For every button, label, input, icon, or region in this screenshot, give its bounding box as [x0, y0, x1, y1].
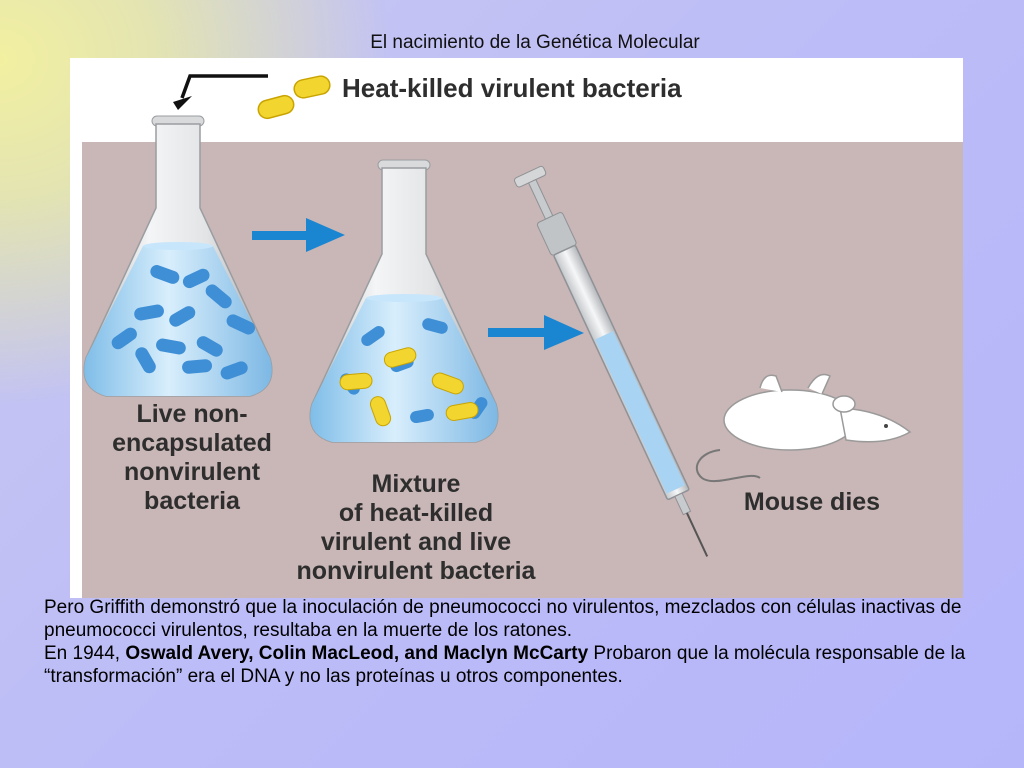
- caption-p2-suffix: Probaron que la molécula responsable de …: [44, 643, 966, 687]
- caption-paragraph-1: Pero Griffith demonstró que la inoculaci…: [44, 597, 962, 641]
- pointer-arrow: [180, 74, 268, 99]
- label-live-line-3: nonvirulent: [123, 458, 261, 486]
- label-live-line-1: Live non-: [136, 400, 248, 428]
- caption-paragraph-2: En 1944, Oswald Avery, Colin MacLeod, an…: [44, 642, 994, 688]
- label-mixture-line-1: Mixture: [371, 470, 461, 498]
- slide-caption: Pero Griffith demonstró que la inoculaci…: [44, 596, 994, 688]
- label-mouse-dies: Mouse dies: [743, 488, 881, 516]
- caption-p2-prefix: En 1944,: [44, 643, 126, 664]
- arrow-right-1: [252, 218, 345, 252]
- label-mixture-line-4: nonvirulent bacteria: [296, 557, 536, 585]
- flask1-blue-bacteria: [111, 265, 255, 380]
- syringe-icon: [513, 165, 709, 557]
- slide-title: El nacimiento de la Genética Molecular: [370, 32, 700, 53]
- flask2-yellow-bacteria: [339, 347, 479, 427]
- heat-killed-bacteria-icon: [257, 75, 331, 120]
- figure-graphics: [82, 74, 963, 598]
- label-live-line-4: bacteria: [144, 487, 240, 515]
- mouse-icon: [695, 373, 912, 483]
- label-live-nonencapsulated: Live non- encapsulated nonvirulent bacte…: [92, 400, 292, 516]
- label-mixture-line-3: virulent and live: [320, 528, 512, 556]
- label-mixture: Mixture of heat-killed virulent and live…: [256, 470, 576, 586]
- label-heat-killed: Heat-killed virulent bacteria: [342, 73, 682, 103]
- pointer-arrow-head: [173, 96, 192, 110]
- label-live-line-2: encapsulated: [112, 429, 272, 457]
- caption-authors: Oswald Avery, Colin MacLeod, and Maclyn …: [125, 643, 589, 664]
- griffith-experiment-figure: Heat-killed virulent bacteria Live non- …: [70, 58, 963, 598]
- arrow-right-2: [488, 315, 584, 350]
- label-mixture-line-2: of heat-killed: [338, 499, 494, 527]
